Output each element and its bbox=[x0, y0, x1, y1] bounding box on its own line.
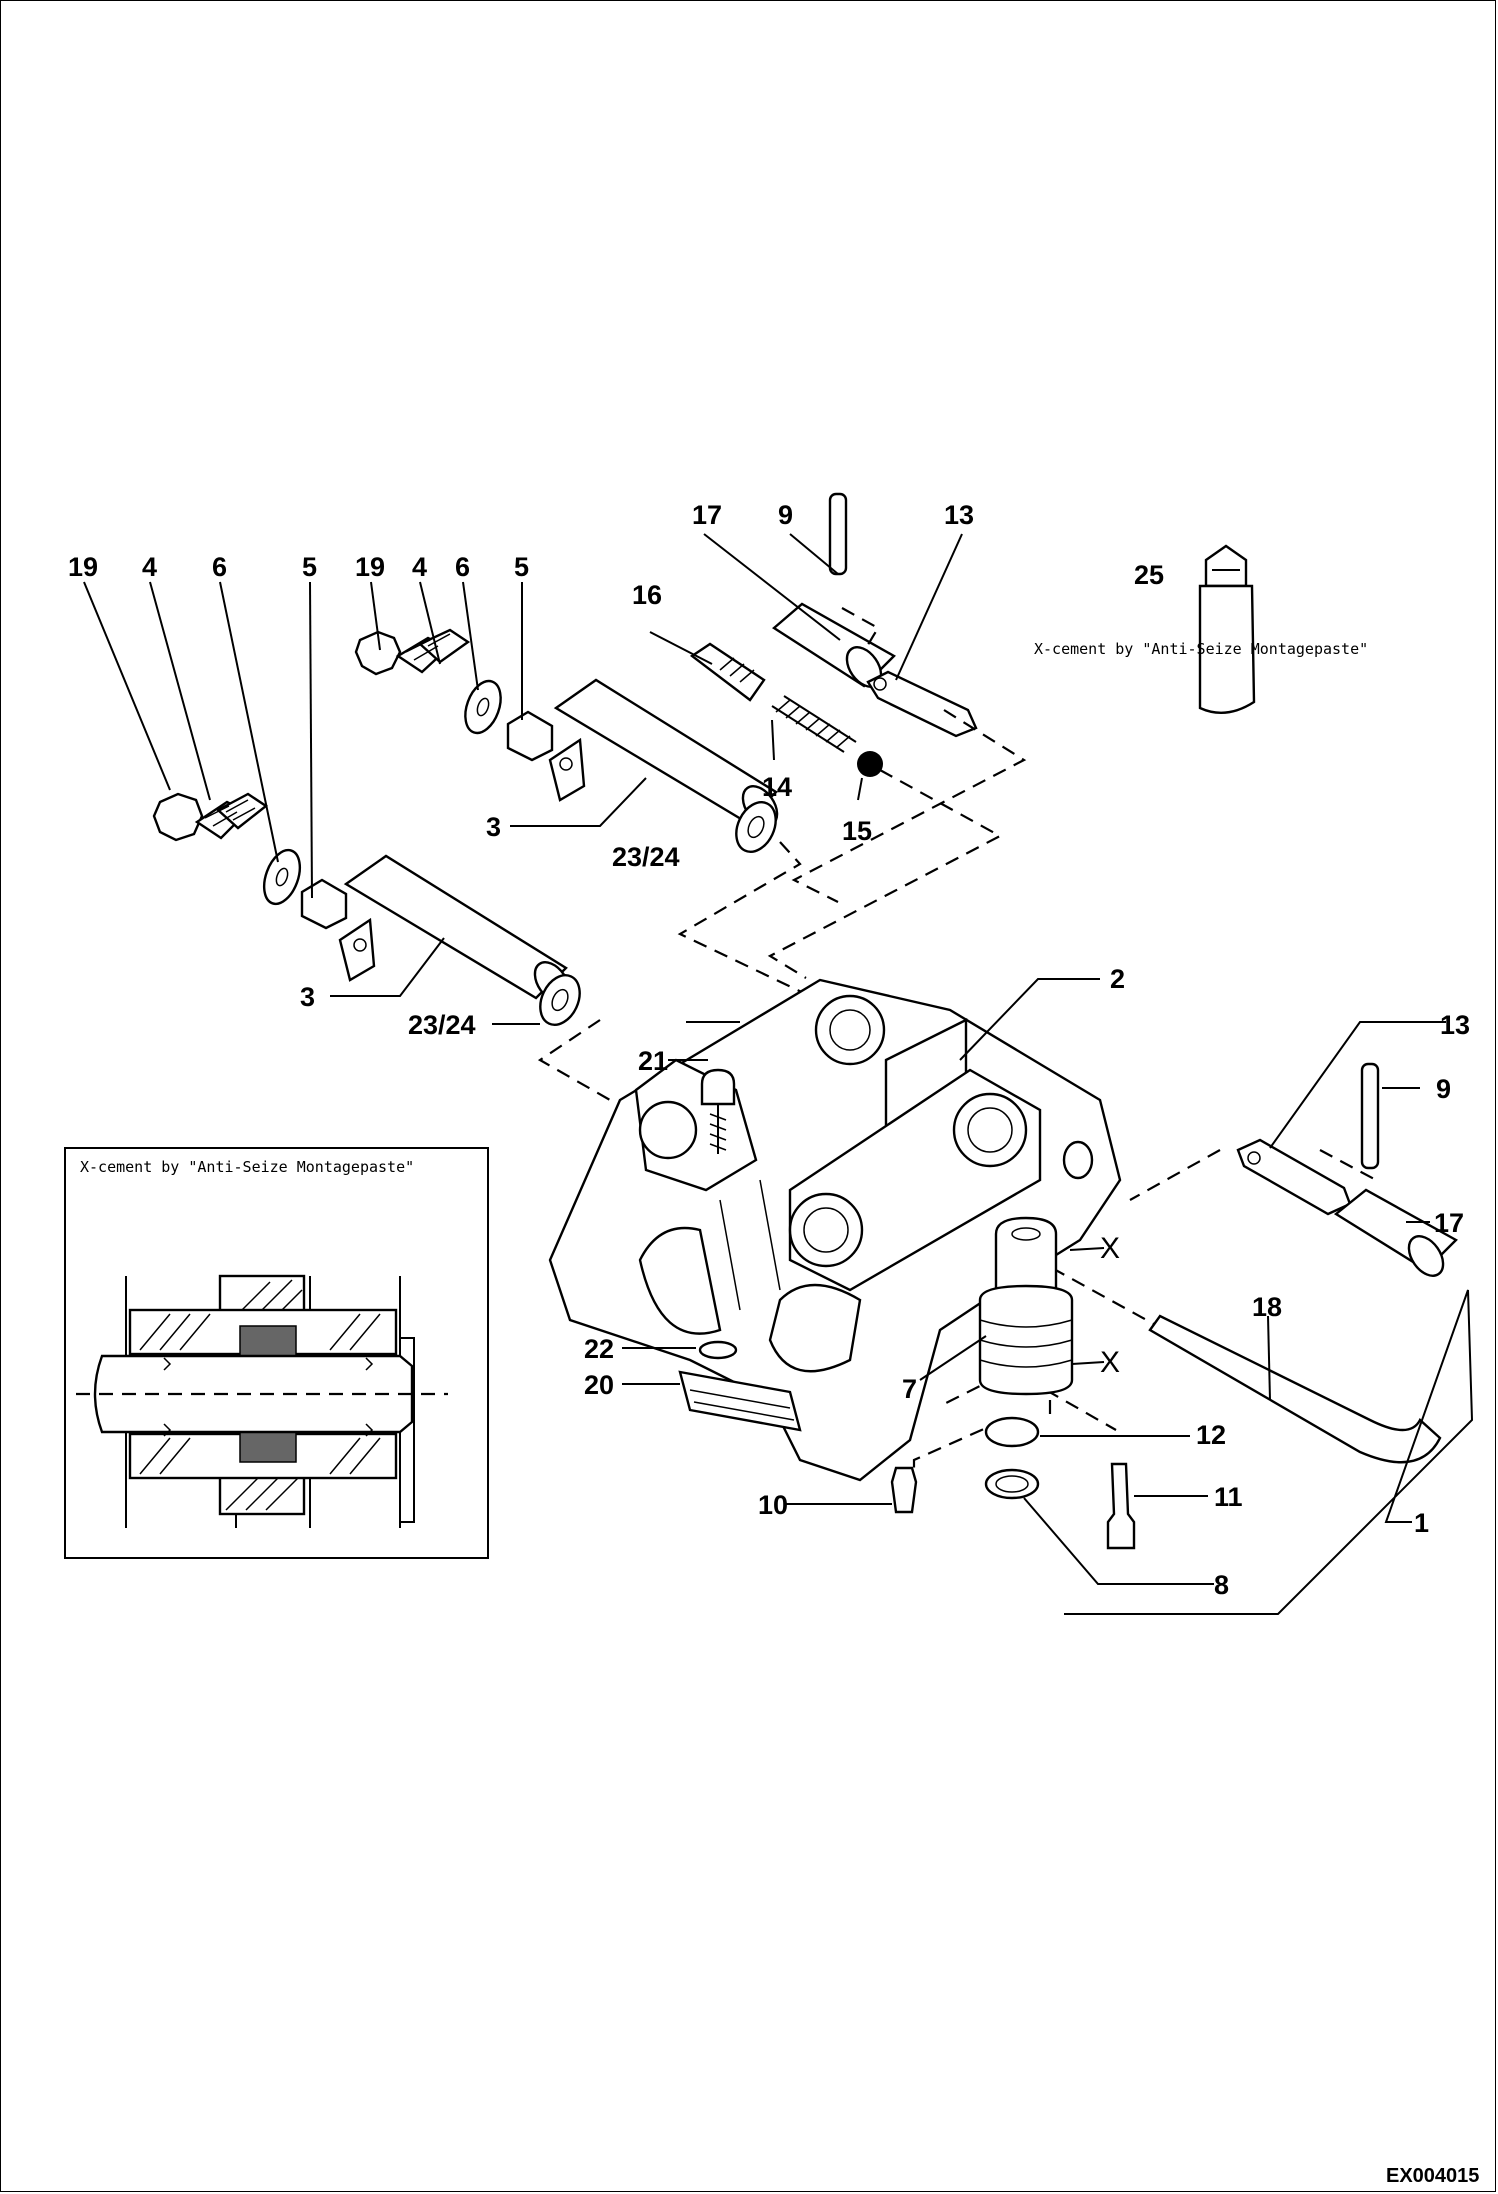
pin-assembly-upper bbox=[354, 628, 779, 853]
inset-note: X-cement by "Anti-Seize Montagepaste" bbox=[80, 1158, 414, 1176]
pin-9-right bbox=[1360, 1062, 1380, 1170]
assembly-dash-lines bbox=[537, 607, 1377, 1480]
x-marker: X bbox=[1100, 1346, 1120, 1379]
washer-6-upper bbox=[464, 679, 502, 735]
handle-18 bbox=[1148, 1314, 1442, 1464]
ball-15 bbox=[857, 751, 883, 777]
plug-11 bbox=[1106, 1462, 1136, 1550]
callout-13: 13 bbox=[1440, 1010, 1470, 1040]
callout-19: 19 bbox=[68, 552, 98, 582]
coupler-body-2 bbox=[548, 978, 1122, 1482]
washer-23-24-lower bbox=[539, 974, 581, 1026]
callout-18: 18 bbox=[1252, 1292, 1282, 1322]
leader-lines bbox=[83, 533, 1474, 1615]
bushing-5-upper bbox=[506, 710, 554, 762]
washer-6-lower bbox=[262, 848, 302, 906]
callout-22: 22 bbox=[584, 1334, 614, 1364]
fitting-10 bbox=[890, 1466, 918, 1514]
callout-3: 3 bbox=[300, 982, 315, 1012]
callout-7: 7 bbox=[902, 1374, 917, 1404]
callout-12: 12 bbox=[1196, 1420, 1226, 1450]
washer-23-24-upper bbox=[735, 801, 777, 853]
nut-19-upper bbox=[354, 630, 402, 676]
pin-assembly-lower bbox=[152, 792, 581, 1026]
callout-14: 14 bbox=[762, 772, 792, 802]
callout-9: 9 bbox=[778, 500, 793, 530]
anti-seize-note: X-cement by "Anti-Seize Montagepaste" bbox=[1034, 640, 1368, 658]
bolt-21 bbox=[700, 1068, 736, 1106]
ring-8 bbox=[984, 1468, 1040, 1500]
callout-17: 17 bbox=[1434, 1208, 1464, 1238]
spring-4-lower bbox=[194, 792, 269, 840]
bushing-5-lower bbox=[300, 878, 348, 930]
drawing-code: EX004015 bbox=[1386, 2165, 1479, 2187]
callout-5: 5 bbox=[514, 552, 529, 582]
callout-25: 25 bbox=[1134, 560, 1164, 590]
antiseize-tube-25 bbox=[1198, 544, 1256, 714]
callout-23-24: 23/24 bbox=[612, 842, 680, 872]
nut-19-lower bbox=[152, 792, 204, 842]
callout-3: 3 bbox=[486, 812, 501, 842]
pin-3-upper bbox=[553, 678, 778, 824]
spring-14 bbox=[771, 695, 857, 753]
callout-1: 1 bbox=[1414, 1508, 1429, 1538]
main-pin-group bbox=[678, 1068, 1136, 1550]
inset-cross-section bbox=[64, 1147, 489, 1559]
right-locking-group bbox=[1148, 1062, 1458, 1464]
callout-23-24: 23/24 bbox=[408, 1010, 476, 1040]
washer-22 bbox=[698, 1340, 738, 1360]
callout-11: 11 bbox=[1214, 1482, 1243, 1512]
callout-6: 6 bbox=[212, 552, 227, 582]
callout-4: 4 bbox=[142, 552, 157, 582]
pin-3-lower bbox=[343, 854, 568, 1000]
callout-8: 8 bbox=[1214, 1570, 1229, 1600]
inset-frame bbox=[64, 1147, 489, 1559]
callout-5: 5 bbox=[302, 552, 317, 582]
bolt-16 bbox=[689, 642, 766, 702]
callout-13: 13 bbox=[944, 500, 974, 530]
callout-10: 10 bbox=[758, 1490, 788, 1520]
callout-2: 2 bbox=[1110, 964, 1125, 994]
locking-group bbox=[689, 492, 978, 777]
lever-13-right bbox=[1236, 1138, 1352, 1216]
pin-9-top bbox=[828, 492, 848, 576]
ring-12 bbox=[984, 1416, 1040, 1448]
callout-19: 19 bbox=[355, 552, 385, 582]
callout-4: 4 bbox=[412, 552, 427, 582]
callout-6: 6 bbox=[455, 552, 470, 582]
callout-17: 17 bbox=[692, 500, 722, 530]
callout-21: 21 bbox=[638, 1046, 668, 1076]
callout-15: 15 bbox=[842, 816, 872, 846]
callout-9: 9 bbox=[1436, 1074, 1451, 1104]
callout-labels: 19 4 6 5 19 4 6 5 16 17 9 13 25 X-cement… bbox=[68, 500, 1479, 2187]
lever-13-top bbox=[866, 670, 978, 738]
callout-16: 16 bbox=[632, 580, 662, 610]
x-marker: X bbox=[1100, 1232, 1120, 1265]
callout-20: 20 bbox=[584, 1370, 614, 1400]
